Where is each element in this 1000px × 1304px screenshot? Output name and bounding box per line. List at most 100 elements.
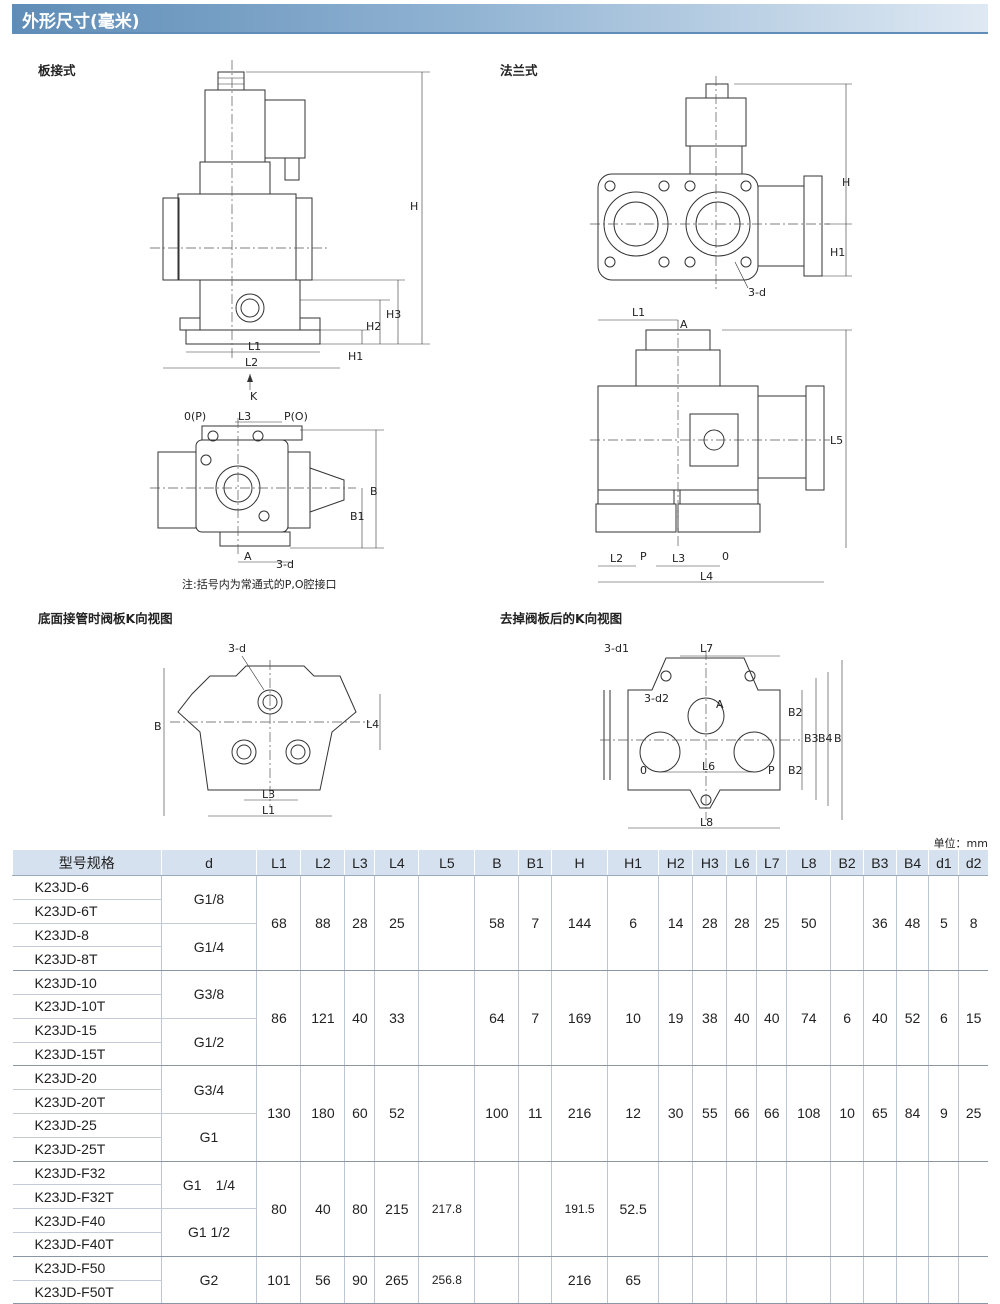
dim-flange-p: P bbox=[640, 550, 647, 563]
dimension-value-cell bbox=[928, 1256, 959, 1304]
column-header: 型号规格 bbox=[12, 850, 161, 876]
table-row: K23JD-15T bbox=[12, 1042, 989, 1067]
plate-front-view: L1 L2 K H H3 H2 H1 bbox=[150, 60, 430, 403]
plate-top-view: 0(P) L3 P(O) B B1 A 3-d 注:括号内为常通式的P,O腔接口 bbox=[150, 410, 384, 591]
dimension-value-cell: 30 bbox=[658, 1065, 693, 1162]
dimension-value-cell: 80 bbox=[256, 1161, 301, 1257]
model-cell: K23JD-15T bbox=[12, 1042, 161, 1067]
dimension-value-cell: 28 bbox=[726, 875, 757, 972]
dim-l3: L3 bbox=[238, 410, 251, 423]
dimension-value-cell bbox=[518, 1161, 552, 1257]
column-header: L4 bbox=[374, 850, 419, 876]
model-cell: K23JD-20T bbox=[12, 1089, 161, 1114]
dimension-value-cell: 88 bbox=[300, 875, 345, 972]
dim-removed-b3: B3 bbox=[804, 732, 819, 745]
dim-flange-h1: H1 bbox=[830, 246, 845, 259]
model-cell: K23JD-6 bbox=[12, 875, 161, 900]
dimension-value-cell: 144 bbox=[551, 875, 608, 972]
dim-removed-p: P bbox=[768, 764, 775, 777]
table-row: K23JD-8T bbox=[12, 946, 989, 972]
column-header: B2 bbox=[830, 850, 864, 876]
dimension-value-cell: 74 bbox=[786, 970, 831, 1067]
dim-flange-l1: L1 bbox=[632, 306, 645, 319]
unit-label: 单位：mm bbox=[933, 837, 988, 850]
dim-l2: L2 bbox=[245, 356, 258, 369]
column-header: L1 bbox=[256, 850, 301, 876]
dimension-value-cell: 65 bbox=[607, 1256, 659, 1304]
dim-removed-b2-bottom: B2 bbox=[788, 764, 803, 777]
dimension-value-cell bbox=[862, 1256, 897, 1304]
dim-po: P(O) bbox=[284, 410, 308, 423]
dimension-value-cell: 50 bbox=[786, 875, 831, 972]
column-header: L7 bbox=[756, 850, 787, 876]
dimension-value-cell bbox=[862, 1161, 897, 1257]
dimension-value-cell: 101 bbox=[256, 1256, 301, 1304]
flange-view-title: 法兰式 bbox=[500, 63, 538, 78]
dimension-value-cell: 108 bbox=[786, 1065, 831, 1162]
dimension-value-cell: 100 bbox=[474, 1065, 519, 1162]
dimension-value-cell bbox=[786, 1161, 831, 1257]
dimension-value-cell: 64 bbox=[474, 970, 519, 1067]
dim-k: K bbox=[250, 390, 258, 403]
dimension-value-cell: 55 bbox=[692, 1065, 727, 1162]
dimension-value-cell: 6 bbox=[607, 875, 659, 972]
dimension-value-cell bbox=[418, 1065, 475, 1162]
dimension-value-cell: 6 bbox=[830, 970, 864, 1067]
removed-k-view-title: 去掉阀板后的K向视图 bbox=[500, 611, 623, 626]
dimension-value-cell: 180 bbox=[300, 1065, 345, 1162]
dimension-value-cell: 80 bbox=[344, 1161, 375, 1257]
header-underline bbox=[12, 32, 988, 34]
table-row: K23JD-F40T bbox=[12, 1232, 989, 1257]
thread-size-cell: G1 bbox=[160, 1113, 257, 1162]
column-header: L8 bbox=[786, 850, 831, 876]
thread-size-cell: G1/8 bbox=[160, 875, 257, 924]
dim-removed-b: B bbox=[834, 732, 842, 745]
dimension-value-cell: 68 bbox=[256, 875, 301, 972]
dim-h1: H1 bbox=[348, 350, 363, 363]
dimension-value-cell bbox=[895, 1161, 929, 1257]
column-header: d bbox=[160, 850, 257, 876]
column-header: H1 bbox=[607, 850, 659, 876]
dimension-value-cell bbox=[895, 1256, 929, 1304]
dimension-value-cell bbox=[518, 1256, 552, 1304]
model-cell: K23JD-8 bbox=[12, 923, 161, 948]
dimension-value-cell: 7 bbox=[518, 970, 552, 1067]
dim-removed-3d1: 3-d1 bbox=[604, 642, 629, 655]
column-header: B3 bbox=[862, 850, 897, 876]
dimension-value-cell: 10 bbox=[830, 1065, 864, 1162]
dimension-value-cell: 28 bbox=[344, 875, 375, 972]
dimension-value-cell: 40 bbox=[862, 970, 897, 1067]
dimension-value-cell: 38 bbox=[692, 970, 727, 1067]
dim-l1: L1 bbox=[248, 340, 261, 353]
dimension-value-cell: 52.5 bbox=[607, 1161, 659, 1257]
dimension-value-cell: 5 bbox=[928, 875, 959, 972]
dim-h: H bbox=[410, 200, 418, 213]
dim-b1: B1 bbox=[350, 510, 365, 523]
column-header: H3 bbox=[692, 850, 727, 876]
model-cell: K23JD-20 bbox=[12, 1065, 161, 1091]
model-cell: K23JD-25 bbox=[12, 1113, 161, 1138]
dimension-value-cell: 121 bbox=[300, 970, 345, 1067]
dimension-value-cell: 66 bbox=[756, 1065, 787, 1162]
dim-flange-l3: L3 bbox=[672, 552, 685, 565]
dim-removed-b2-top: B2 bbox=[788, 706, 803, 719]
dimension-value-cell: 25 bbox=[374, 875, 419, 972]
dim-bottom-l1: L1 bbox=[262, 804, 275, 817]
dim-flange-l5: L5 bbox=[830, 434, 843, 447]
model-cell: K23JD-25T bbox=[12, 1137, 161, 1162]
dimension-value-cell bbox=[928, 1161, 959, 1257]
dim-removed-b4: B4 bbox=[818, 732, 833, 745]
dim-bottom-l3: L3 bbox=[262, 788, 275, 801]
dim-removed-l7: L7 bbox=[700, 642, 713, 655]
column-header: L6 bbox=[726, 850, 757, 876]
dimension-value-cell bbox=[692, 1161, 727, 1257]
column-header: L3 bbox=[344, 850, 375, 876]
dimension-value-cell bbox=[830, 1161, 864, 1257]
dimension-value-cell: 12 bbox=[607, 1065, 659, 1162]
thread-size-cell: G1 1/2 bbox=[160, 1208, 257, 1257]
